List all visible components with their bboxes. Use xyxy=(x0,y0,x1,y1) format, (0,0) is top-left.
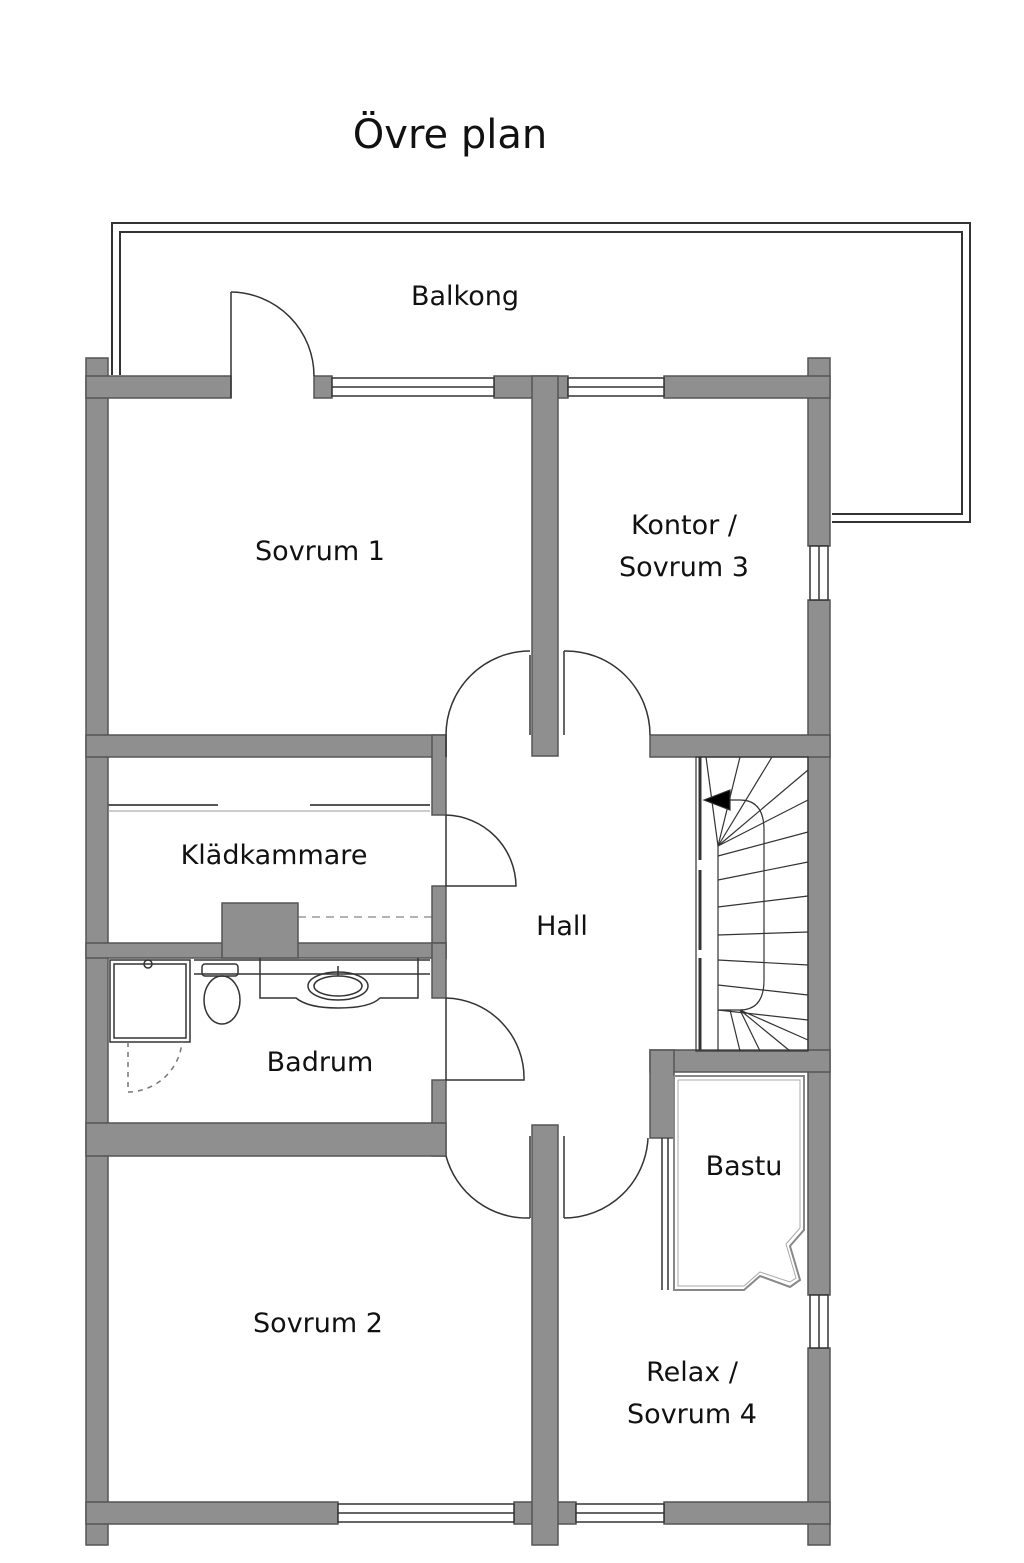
windows xyxy=(331,377,829,1523)
plan-title: Övre plan xyxy=(352,112,548,158)
room-label-sovrum-1: Sovrum 1 xyxy=(255,536,385,567)
room-label-kontor: Kontor / Sovrum 3 xyxy=(619,510,749,583)
balcony-railing xyxy=(111,222,971,523)
sauna xyxy=(661,1075,805,1291)
room-label-hall: Hall xyxy=(536,911,588,942)
room-label-bastu: Bastu xyxy=(705,1151,783,1182)
wardrobe-rails xyxy=(108,804,432,918)
staircase xyxy=(695,756,809,1052)
room-label-badrum: Badrum xyxy=(266,1047,374,1078)
doors xyxy=(230,291,651,1219)
walls xyxy=(85,357,831,1546)
room-label-sovrum-2: Sovrum 2 xyxy=(253,1308,383,1339)
room-label-kladkammare: Klädkammare xyxy=(180,840,368,871)
bathroom-fixtures xyxy=(109,958,430,1093)
room-label-relax: Relax / Sovrum 4 xyxy=(627,1357,757,1430)
room-label-balkong: Balkong xyxy=(410,281,519,312)
stair-direction-arrow-icon xyxy=(702,789,731,811)
